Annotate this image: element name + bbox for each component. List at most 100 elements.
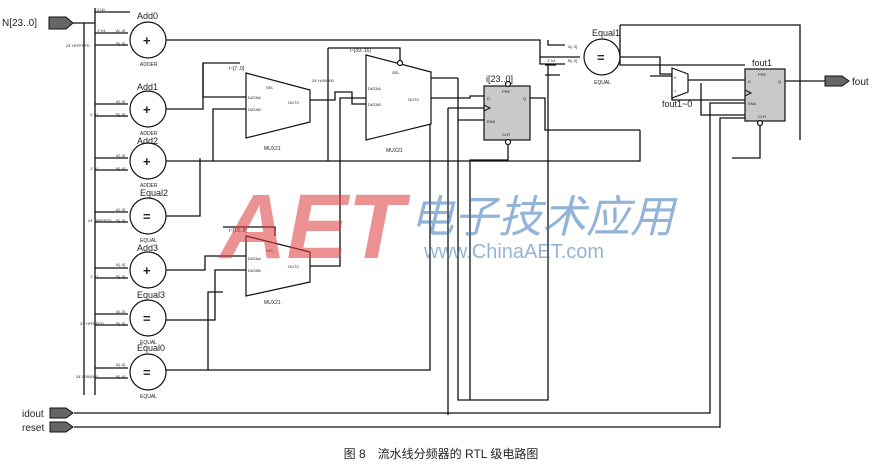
mux-3: i~[15..8] SEL DATAA DATAB OUT0 MUX21	[229, 228, 311, 306]
mux-1-bus: i~[7..0]	[229, 66, 245, 72]
comparator-equal1-name: Equal1	[592, 28, 620, 38]
input-pin-idout-label: idout	[22, 409, 44, 420]
adder-add0-port-a: A[..0]	[116, 28, 125, 33]
input-pin-reset-label: reset	[22, 423, 44, 434]
mux-2-bus: i~[39..16]	[350, 48, 371, 54]
mux-1: i~[7..0] SEL DATAA DATAB OUT0 MUX21	[229, 66, 311, 152]
wire-net	[72, 8, 825, 428]
adder-add0-symbol: +	[143, 33, 151, 48]
const-label-2: 24' hFFFFFD	[66, 43, 90, 48]
mux-2-type: MUX21	[386, 148, 403, 154]
comparator-equal2: Equal2 A[..0] B[..0] = EQUAL	[116, 188, 168, 244]
register-fout1-ena: ENA	[748, 101, 757, 106]
adder-add1-port-a: A[..0]	[116, 99, 125, 104]
const-label-3: 1' h1	[90, 112, 99, 117]
mux-1-datab: DATAB	[248, 107, 261, 112]
comparator-equal2-name: Equal2	[140, 188, 168, 198]
adder-add3-symbol: +	[143, 263, 151, 278]
const-label-5: 24' hFFFFFD	[88, 218, 112, 223]
adder-add0-name: Add0	[137, 11, 158, 21]
adder-add2-type: ADDER	[140, 183, 158, 189]
comparator-equal1: Equal1 A[..0] B[..0] = EQUAL	[568, 28, 621, 86]
small-mux-in1: 1	[674, 88, 677, 93]
watermark-url: www.ChinaAET.com	[423, 241, 604, 263]
const-label-8: 24' h000000	[76, 374, 99, 379]
adder-add2: Add2 A[..0] B[..0] + ADDER	[116, 136, 167, 189]
comparator-equal2-port-b: B[..0]	[116, 218, 125, 223]
register-fout1: fout1 PRE D Q ENA CLR	[744, 58, 786, 127]
watermark-chinese: 电子技术应用	[410, 192, 678, 243]
input-pin-reset: reset	[22, 421, 74, 434]
mux-1-type: MUX21	[264, 146, 281, 152]
adder-add1-symbol: +	[143, 102, 151, 117]
comparator-equal0-port-a: A[..0]	[116, 362, 125, 367]
small-mux-in0: 0	[674, 75, 677, 80]
adder-add3: Add3 A[..0] B[..0] +	[116, 243, 167, 289]
adder-add0: Add0 A[..0] B[..0] + ADDER	[116, 11, 167, 68]
comparator-equal3-port-a: A[..0]	[116, 309, 125, 314]
comparator-equal0-port-b: B[..0]	[116, 374, 125, 379]
mux-2-datab: DATAB	[368, 102, 381, 107]
register-i-ena: ENA	[487, 119, 496, 124]
register-i-d: D	[487, 96, 490, 101]
mux-3-bus: i~[15..8]	[229, 228, 248, 234]
adder-add1-port-b: B[..0]	[116, 112, 125, 117]
watermark-logo: AET	[218, 176, 411, 278]
comparator-equal1-type: EQUAL	[594, 80, 611, 86]
comparator-equal3-port-b: B[..0]	[116, 321, 125, 326]
adder-add1-name: Add1	[137, 82, 158, 92]
output-pin-fout: fout	[824, 75, 869, 88]
adder-add1: Add1 A[..0] B[..0] + ADDER	[116, 82, 167, 137]
comparator-equal1-port-b: B[..0]	[568, 58, 577, 63]
const-label-9: 24' h000000	[312, 78, 335, 83]
register-fout1-pre: PRE	[758, 72, 767, 77]
input-pin-n-label: N[23..0]	[2, 18, 37, 29]
figure-caption: 图 8 流水线分频器的 RTL 级电路图	[344, 446, 539, 461]
mux-3-type: MUX21	[264, 300, 281, 306]
register-fout1-d: D	[748, 79, 751, 84]
adder-add2-symbol: +	[143, 154, 151, 169]
mux-3-datab: DATAB	[248, 268, 261, 273]
register-fout1-clr: CLR	[758, 114, 766, 119]
comparator-equal3: Equal3 A[..0] B[..0] = EQUAL	[116, 290, 167, 346]
comparator-equal2-type: EQUAL	[140, 238, 157, 244]
comparator-equal0-type: EQUAL	[140, 394, 157, 400]
adder-add3-port-b: B[..0]	[116, 274, 125, 279]
const-label-1: 1' h1	[97, 28, 106, 33]
register-i-q: Q	[523, 96, 526, 101]
comparator-equal1-port-a: A[..0]	[568, 44, 577, 49]
comparator-equal3-name: Equal3	[137, 290, 165, 300]
mux-3-sel: SEL	[266, 248, 274, 253]
comparator-equal2-symbol: =	[143, 209, 151, 224]
register-i-clr: CLR	[502, 132, 510, 137]
comparator-equal3-symbol: =	[143, 311, 151, 326]
mux-2-sel: SEL	[392, 70, 400, 75]
const-label-6: 1' h1	[90, 274, 99, 279]
comparator-equal0-symbol: =	[143, 365, 151, 380]
mux-2: i~[39..16] SEL DATAA DATAB OUT0 MUX21	[350, 48, 432, 154]
const-label-10: 1' h1	[547, 58, 556, 63]
adder-add2-port-b: B[..0]	[116, 166, 125, 171]
comparator-equal3-type: EQUAL	[140, 340, 157, 346]
adder-add0-port-b: B[..0]	[116, 41, 125, 46]
mux-3-out: OUT0	[288, 264, 299, 269]
output-pin-fout-label: fout	[852, 77, 869, 88]
small-mux-fout1-0: 0 1 fout1~0	[662, 67, 692, 109]
mux-1-dataa: DATAA	[248, 95, 261, 100]
constant-labels: 2 h0 1' h1 24' hFFFFFD 1' h1 1' h1 24' h…	[66, 7, 556, 379]
mux-2-dataa: DATAA	[368, 86, 381, 91]
register-fout1-q: Q	[778, 79, 781, 84]
adder-add2-name: Add2	[137, 136, 158, 146]
const-label-4: 1' h1	[90, 166, 99, 171]
adder-add3-name: Add3	[137, 243, 158, 253]
input-pin-idout: idout	[22, 407, 74, 420]
register-i-name: i[23..0]	[486, 74, 513, 84]
comparator-equal2-port-a: A[..0]	[116, 207, 125, 212]
mux-1-sel: SEL	[266, 85, 274, 90]
comparator-equal0-name: Equal0	[137, 343, 165, 353]
adder-add1-type: ADDER	[140, 131, 158, 137]
comparator-equal0: Equal0 A[..0] B[..0] = EQUAL	[116, 343, 167, 400]
register-i-pre: PRE	[502, 89, 511, 94]
const-label-7: 24' hFFFFFD	[80, 321, 104, 326]
